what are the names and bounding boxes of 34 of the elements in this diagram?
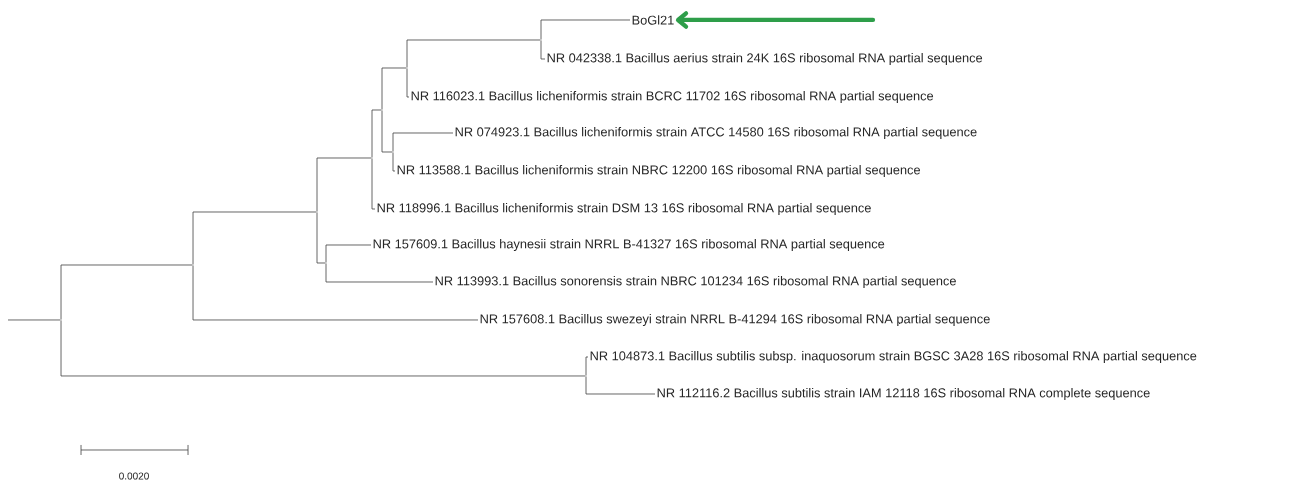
- branch-line: [585, 376, 656, 395]
- branch-line: [316, 157, 372, 212]
- branch-line: [392, 132, 454, 152]
- leaf-label: NR 104873.1 Bacillus subtilis subsp. inaquosorum strain BGSC 3A28 16S ribosomal RNA partial sequence: [590, 351, 1197, 363]
- branch-line: [381, 67, 407, 110]
- branch-line: [60, 320, 586, 377]
- branch-line: [325, 244, 372, 263]
- branch-line: [325, 263, 434, 283]
- branch-line: [406, 68, 410, 98]
- arrow: [675, 11, 876, 29]
- leaf-label: BoGl21: [632, 15, 674, 25]
- branch-line: [540, 40, 546, 60]
- leaf-label: NR 112116.2 Bacillus subtilis strain IAM 12118 16S ribosomal RNA complete sequence: [657, 388, 1150, 400]
- branch-line: [192, 211, 317, 265]
- branch-line: [316, 212, 326, 264]
- leaf-label: NR 113588.1 Bacillus licheniformis strain NBRC 12200 16S ribosomal RNA partial sequence: [397, 165, 920, 177]
- branch-line: [371, 158, 376, 210]
- leaf-label: NR 157608.1 Bacillus swezeyi strain NRRL B-41294 16S ribosomal RNA partial sequence: [480, 314, 990, 326]
- leaf-label: NR 042338.1 Bacillus aerius strain 24K 16S ribosomal RNA partial sequence: [547, 53, 983, 65]
- branch-line: [540, 19, 631, 40]
- leaf-label: NR 113993.1 Bacillus sonorensis strain NBRC 101234 16S ribosomal RNA partial sequence: [435, 276, 956, 288]
- branch-line: [371, 109, 382, 158]
- leaf-label: NR 157609.1 Bacillus haynesii strain NRRL B-41327 16S ribosomal RNA partial sequence: [373, 239, 885, 251]
- branch-line: [7, 319, 61, 321]
- branch-line: [381, 110, 393, 153]
- leaf-label: NR 074923.1 Bacillus licheniformis strain ATCC 14580 16S ribosomal RNA partial sequence: [455, 127, 977, 139]
- branch-line: [192, 265, 479, 321]
- scale-label: 0.0020: [119, 472, 149, 480]
- branch-line: [585, 356, 589, 376]
- branch-line: [392, 152, 396, 172]
- branch-line: [60, 264, 193, 320]
- branch-line: [406, 39, 541, 68]
- leaf-label: NR 116023.1 Bacillus licheniformis strain BCRC 11702 16S ribosomal RNA partial sequence: [411, 91, 934, 103]
- leaf-label: NR 118996.1 Bacillus licheniformis strain DSM 13 16S ribosomal RNA partial sequence: [377, 203, 871, 215]
